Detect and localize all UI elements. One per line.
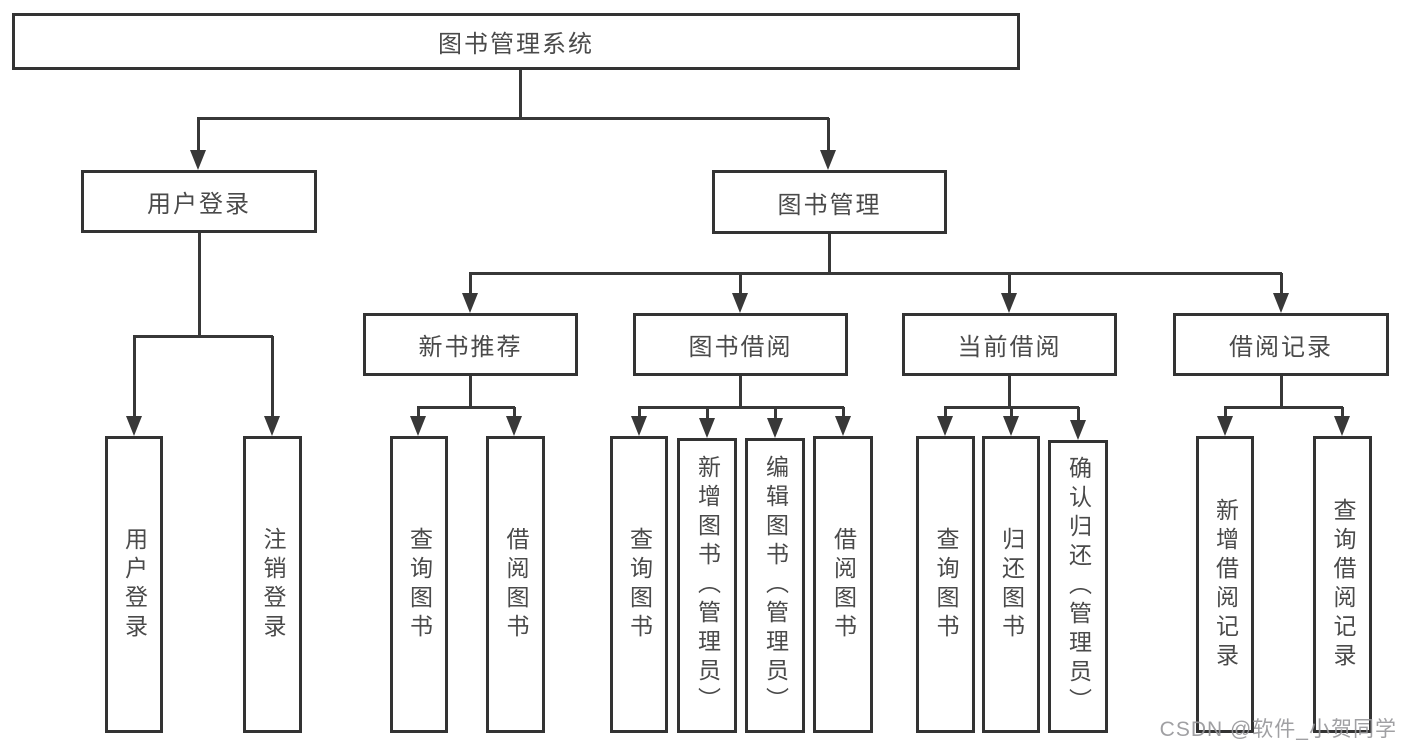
- connector-line: [1008, 273, 1011, 295]
- node-new-book-rec: 新书推荐: [363, 313, 578, 376]
- node-edit-book: 编辑图书（管理员）: [745, 438, 805, 733]
- connector-line: [739, 376, 742, 407]
- connector-line: [827, 118, 830, 152]
- connector-line: [1224, 406, 1343, 409]
- arrowhead-down-icon: [462, 293, 478, 313]
- node-borrow-records: 借阅记录: [1173, 313, 1389, 376]
- node-add-book: 新增图书（管理员）: [677, 438, 737, 733]
- connector-line: [739, 273, 742, 295]
- connector-line: [828, 234, 831, 273]
- connector-line: [513, 407, 516, 418]
- node-book-borrow: 图书借阅: [633, 313, 848, 376]
- connector-line: [469, 273, 472, 295]
- arrowhead-down-icon: [699, 418, 715, 438]
- node-label: 查询借阅记录: [1330, 497, 1356, 672]
- arrowhead-down-icon: [631, 416, 647, 436]
- node-label: 新增图书（管理员）: [694, 455, 721, 716]
- node-label: 编辑图书（管理员）: [762, 455, 789, 716]
- node-add-borrow-rec: 新增借阅记录: [1196, 436, 1254, 733]
- node-label: 查询图书: [933, 526, 959, 643]
- node-return-book: 归还图书: [982, 436, 1040, 733]
- node-confirm-return: 确认归还（管理员）: [1048, 440, 1108, 733]
- node-query-books-1: 查询图书: [390, 436, 448, 733]
- connector-line: [638, 407, 641, 418]
- connector-line: [417, 407, 420, 418]
- arrowhead-down-icon: [190, 150, 206, 170]
- connector-line: [1341, 407, 1344, 418]
- node-book-mgmt: 图书管理: [712, 170, 947, 234]
- connector-line: [417, 406, 515, 409]
- arrowhead-down-icon: [732, 293, 748, 313]
- node-query-borrow-rec: 查询借阅记录: [1313, 436, 1372, 733]
- connector-line: [469, 272, 1282, 275]
- node-root: 图书管理系统: [12, 13, 1020, 70]
- node-label: 图书管理系统: [438, 31, 594, 58]
- node-label: 用户登录: [147, 191, 251, 218]
- node-query-books-2: 查询图书: [610, 436, 668, 733]
- connector-line: [133, 336, 136, 418]
- connector-line: [197, 118, 200, 152]
- connector-line: [944, 407, 947, 418]
- arrowhead-down-icon: [410, 416, 426, 436]
- connector-line: [469, 376, 472, 407]
- node-label: 新增借阅记录: [1212, 497, 1239, 672]
- connector-line: [1077, 407, 1080, 422]
- node-logout-leaf: 注销登录: [243, 436, 302, 733]
- arrowhead-down-icon: [1070, 420, 1086, 440]
- node-label: 借阅记录: [1229, 334, 1333, 361]
- connector-line: [1010, 407, 1013, 418]
- node-label: 借阅图书: [503, 526, 529, 643]
- connector-line: [842, 407, 845, 418]
- node-borrow-books-1: 借阅图书: [486, 436, 545, 733]
- connector-line: [1280, 376, 1283, 407]
- arrowhead-down-icon: [1334, 416, 1350, 436]
- connector-line: [774, 407, 777, 420]
- connector-line: [271, 336, 274, 418]
- node-label: 借阅图书: [830, 526, 857, 643]
- node-login-leaf: 用户登录: [105, 436, 163, 733]
- arrowhead-down-icon: [126, 416, 142, 436]
- node-borrow-books-2: 借阅图书: [813, 436, 873, 733]
- connector-line: [706, 407, 709, 420]
- node-label: 归还图书: [998, 526, 1025, 643]
- csdn-watermark: CSDN @软件_小贺同学: [1159, 718, 1397, 741]
- arrowhead-down-icon: [1273, 293, 1289, 313]
- connector-line: [198, 233, 201, 336]
- node-query-books-3: 查询图书: [916, 436, 975, 733]
- arrowhead-down-icon: [1001, 293, 1017, 313]
- arrowhead-down-icon: [937, 416, 953, 436]
- arrowhead-down-icon: [1003, 416, 1019, 436]
- arrowhead-down-icon: [835, 416, 851, 436]
- node-label: 确认归还（管理员）: [1065, 456, 1092, 717]
- arrowhead-down-icon: [1217, 416, 1233, 436]
- connector-line: [519, 70, 522, 118]
- connector-line: [1280, 273, 1283, 295]
- connector-line: [133, 335, 273, 338]
- connector-line: [197, 117, 829, 120]
- node-current-borrow: 当前借阅: [902, 313, 1117, 376]
- node-label: 用户登录: [121, 526, 148, 643]
- connector-line: [1008, 376, 1011, 407]
- arrowhead-down-icon: [264, 416, 280, 436]
- node-label: 图书管理: [777, 191, 882, 219]
- connector-line: [638, 406, 844, 409]
- node-label: 注销登录: [260, 526, 286, 643]
- node-label: 查询图书: [406, 526, 433, 643]
- node-label: 新书推荐: [418, 334, 523, 361]
- arrowhead-down-icon: [820, 150, 836, 170]
- node-user-login: 用户登录: [81, 170, 317, 233]
- node-label: 图书借阅: [688, 334, 793, 361]
- node-label: 当前借阅: [957, 334, 1062, 361]
- arrowhead-down-icon: [506, 416, 522, 436]
- arrowhead-down-icon: [767, 418, 783, 438]
- connector-line: [1224, 407, 1227, 418]
- node-label: 查询图书: [626, 526, 653, 643]
